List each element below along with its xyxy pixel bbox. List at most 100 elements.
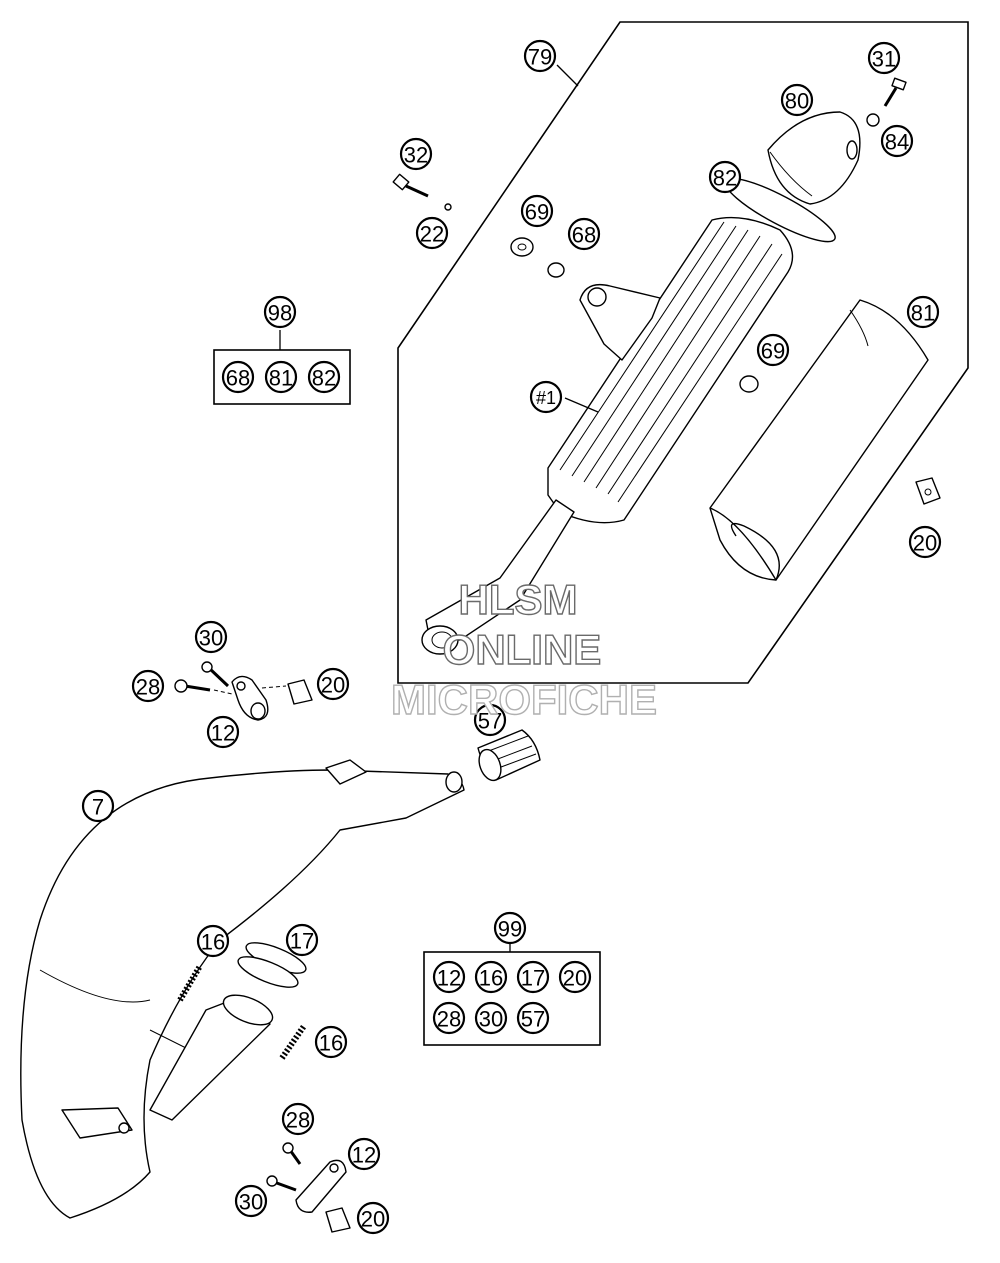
callout-kit-98[interactable]: 98 [263,295,297,329]
screw-28-upper[interactable] [174,679,211,693]
nut-84[interactable] [866,113,880,127]
kit-99-item[interactable]: 17 [516,960,550,994]
callout-81[interactable]: 81 [906,295,940,329]
bracket-12-lower[interactable] [295,1159,347,1213]
rubber-boot[interactable] [475,729,541,783]
kit-99-item[interactable]: 20 [558,960,592,994]
kit-99-item[interactable]: 28 [432,1001,466,1035]
callout-16-upper-label: 16 [201,930,225,955]
end-cap[interactable] [767,111,861,205]
callout-68-label: 68 [572,223,596,248]
watermark-line-3: MICROFICHE [391,676,657,723]
callout-81-label: 81 [911,301,935,326]
kit-98-item[interactable]: 82 [307,360,341,394]
kit-98-item[interactable]: 68 [221,360,255,394]
bushing-69-top[interactable] [510,237,534,257]
callout-20-right-label: 20 [913,531,937,556]
kit-98-item-label: 68 [226,366,250,391]
callout-12-upper-label: 12 [211,721,235,746]
callout-16-lower-label: 16 [319,1031,343,1056]
kit-99-label: 99 [498,917,522,942]
callout-69-top[interactable]: 69 [520,194,554,228]
callout-32[interactable]: 32 [399,137,433,171]
callout-30-upper[interactable]: 30 [194,620,228,654]
kit-99-item[interactable]: 16 [474,960,508,994]
kit-99-item-label: 57 [521,1007,545,1032]
callout-22[interactable]: 22 [415,216,449,250]
clip-nut-20-lower[interactable] [325,1207,351,1233]
callout-20-lower[interactable]: 20 [356,1201,390,1235]
callout-16-lower[interactable]: 16 [314,1025,348,1059]
callout-31[interactable]: 31 [867,41,901,75]
callout-12-upper[interactable]: 12 [206,715,240,749]
callout-30-lower[interactable]: 30 [234,1184,268,1218]
screw-28-lower[interactable] [282,1142,302,1165]
exhaust-header-pipe[interactable] [20,759,465,1219]
kit-99-item-label: 12 [437,966,461,991]
kit-99-item[interactable]: 30 [474,1001,508,1035]
kit-99-item-label: 28 [437,1007,461,1032]
heat-shield[interactable] [709,299,929,581]
callout-69-lower-label: 69 [761,339,785,364]
callout-57-label: 57 [478,709,502,734]
kit-99-item-label: 20 [563,966,587,991]
callout-80[interactable]: 80 [780,83,814,117]
kit-99-item-label: 16 [479,966,503,991]
silencer-assembly-outline [397,21,969,684]
callout-20-upper[interactable]: 20 [316,667,350,701]
callout-28-lower[interactable]: 28 [281,1102,315,1136]
callout-20-upper-label: 20 [321,673,345,698]
callout-28-upper-label: 28 [136,675,160,700]
callout-84[interactable]: 84 [880,124,914,158]
callout-12-lower[interactable]: 12 [347,1137,381,1171]
callout-20-lower-label: 20 [361,1207,385,1232]
clip-nut-20-right[interactable] [915,477,941,505]
screw-30-lower[interactable] [266,1175,297,1192]
callout-kit-99[interactable]: 99 [493,911,527,945]
callout-57[interactable]: 57 [473,703,507,737]
kit-98-item-label: 81 [269,366,293,391]
callout-16-upper[interactable]: 16 [196,924,230,958]
callout-68[interactable]: 68 [567,217,601,251]
callout-82[interactable]: 82 [708,160,742,194]
silencer-body[interactable] [421,216,794,655]
screw-30-upper[interactable] [201,661,230,688]
callout-30-upper-label: 30 [199,626,223,651]
callout-7-label: 7 [92,795,104,820]
spring-16-upper[interactable] [177,964,203,1002]
kit-99-item-label: 17 [521,966,545,991]
callout-82-label: 82 [713,166,737,191]
kit-99-item[interactable]: 12 [432,960,466,994]
spring-16-lower[interactable] [279,1024,307,1060]
callout-79-label: 79 [528,45,552,70]
kit-98-label: 98 [268,301,292,326]
callout-28-lower-label: 28 [286,1108,310,1133]
screw-31[interactable] [883,77,907,107]
callout-80-label: 80 [785,89,809,114]
callout-20-right[interactable]: 20 [908,525,942,559]
callout-28-upper[interactable]: 28 [131,669,165,703]
screw-32[interactable] [392,173,429,198]
callout-69-top-label: 69 [525,200,549,225]
callout-12-lower-label: 12 [352,1143,376,1168]
callout-17[interactable]: 17 [285,923,319,957]
washer-68[interactable] [547,262,565,278]
kit-98-item[interactable]: 81 [264,360,298,394]
callout-silencer-1-label: #1 [536,388,556,408]
callout-79[interactable]: 79 [523,39,557,73]
callout-17-label: 17 [290,929,314,954]
kit-99-item[interactable]: 57 [516,1001,550,1035]
callout-7[interactable]: 7 [81,789,115,823]
kit-99-item-label: 30 [479,1007,503,1032]
clip-nut-20-upper[interactable] [287,679,313,705]
bracket-12-upper[interactable] [231,675,269,721]
callout-69-lower[interactable]: 69 [756,333,790,367]
o-ring-17[interactable] [235,937,310,994]
kit-98-item-label: 82 [312,366,336,391]
callout-silencer-1[interactable]: #1 [529,380,563,414]
washer-22[interactable] [444,203,452,211]
callout-22-label: 22 [420,222,444,247]
bushing-69-lower[interactable] [739,375,759,393]
watermark-line-1: HLSM [459,576,578,623]
